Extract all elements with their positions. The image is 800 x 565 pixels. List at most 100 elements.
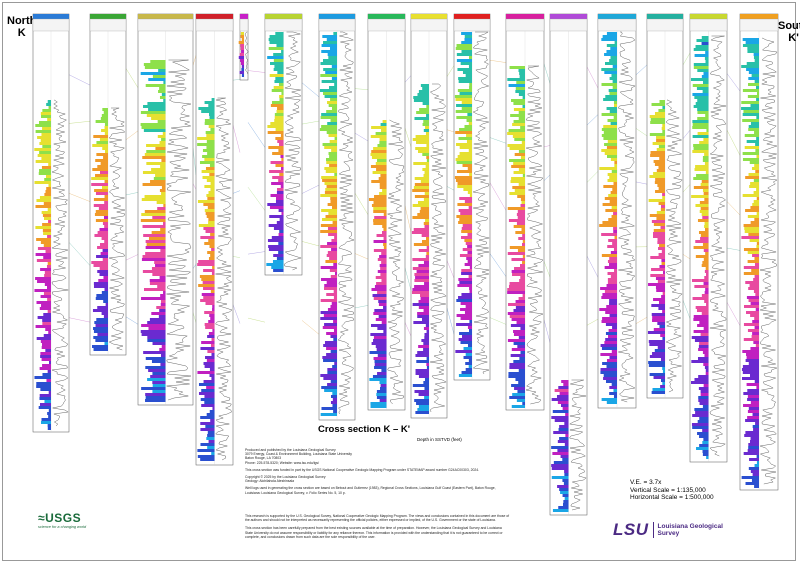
log-fill-segment — [45, 175, 51, 178]
log-fill-segment — [39, 196, 51, 199]
correlation-line — [543, 319, 551, 343]
log-fill-segment — [459, 218, 472, 221]
log-fill-segment — [511, 348, 525, 351]
log-fill-segment — [698, 231, 709, 234]
log-fill-segment — [607, 281, 617, 284]
log-fill-segment — [34, 289, 51, 292]
log-fill-segment — [465, 74, 472, 77]
log-fill-segment — [209, 116, 215, 119]
log-fill-segment — [141, 258, 166, 261]
log-fill-segment — [145, 396, 166, 399]
correlation-line — [586, 114, 599, 126]
log-fill-segment — [656, 211, 665, 214]
log-fill-segment — [745, 176, 759, 179]
log-fill-segment — [99, 228, 108, 231]
log-fill-segment — [381, 252, 387, 255]
log-fill-segment — [747, 329, 759, 332]
log-fill-segment — [746, 353, 759, 356]
log-fill-segment — [379, 399, 387, 402]
log-fill-segment — [209, 164, 215, 167]
log-fill-segment — [323, 344, 337, 347]
log-fill-segment — [697, 324, 709, 327]
log-fill-segment — [750, 470, 759, 473]
resistivity-curve — [617, 31, 636, 403]
log-fill-segment — [208, 104, 215, 107]
log-fill-segment — [146, 150, 166, 153]
log-fill-segment — [456, 44, 472, 47]
log-fill-segment — [457, 68, 472, 71]
log-fill-segment — [653, 328, 665, 331]
log-fill-segment — [375, 276, 387, 279]
log-fill-segment — [469, 56, 472, 59]
log-fill-segment — [381, 129, 387, 132]
log-fill-segment — [606, 107, 617, 110]
log-fill-segment — [606, 284, 617, 287]
log-fill-segment — [754, 80, 759, 83]
log-fill-segment — [649, 175, 665, 178]
log-fill-segment — [370, 405, 387, 408]
log-fill-segment — [754, 263, 759, 266]
log-fill-segment — [661, 295, 665, 298]
log-fill-segment — [424, 396, 429, 399]
log-fill-segment — [206, 413, 215, 416]
log-fill-segment — [376, 390, 387, 393]
log-fill-segment — [416, 360, 429, 363]
log-fill-segment — [161, 138, 166, 141]
log-fill-segment — [460, 308, 472, 311]
log-fill-segment — [509, 366, 525, 369]
log-fill-segment — [693, 315, 709, 318]
log-fill-segment — [601, 233, 617, 236]
log-fill-segment — [648, 361, 665, 364]
log-fill-segment — [516, 321, 525, 324]
log-fill-segment — [44, 400, 51, 403]
log-fill-segment — [426, 156, 429, 159]
log-fill-segment — [459, 281, 472, 284]
log-fill-segment — [604, 341, 617, 344]
log-fill-segment — [200, 458, 215, 461]
log-fill-segment — [48, 409, 51, 412]
log-fill-segment — [461, 236, 472, 239]
log-fill-segment — [330, 305, 337, 308]
log-fill-segment — [207, 152, 215, 155]
log-fill-segment — [744, 146, 759, 149]
log-fill-segment — [41, 346, 51, 349]
log-fill-segment — [458, 338, 472, 341]
log-fill-segment — [42, 127, 51, 130]
log-fill-segment — [704, 222, 709, 225]
log-fill-segment — [328, 56, 337, 59]
log-fill-segment — [151, 168, 166, 171]
log-fill-segment — [700, 234, 709, 237]
log-fill-segment — [510, 114, 525, 117]
log-fill-segment — [43, 334, 51, 337]
log-fill-segment — [45, 328, 51, 331]
log-fill-segment — [281, 92, 284, 95]
log-fill-segment — [747, 395, 759, 398]
funding-note: This cross section was funded in part by… — [245, 467, 480, 472]
log-fill-segment — [267, 131, 284, 134]
log-fill-segment — [204, 311, 215, 314]
log-fill-segment — [156, 201, 166, 204]
log-fill-segment — [660, 385, 665, 388]
correlation-line — [446, 129, 455, 133]
log-fill-segment — [275, 32, 284, 35]
log-fill-segment — [94, 213, 108, 216]
log-fill-segment — [43, 202, 51, 205]
log-fill-segment — [756, 386, 759, 389]
log-fill-segment — [93, 327, 108, 330]
log-fill-segment — [701, 264, 709, 267]
log-fill-segment — [703, 384, 709, 387]
log-fill-segment — [373, 240, 387, 243]
log-fill-segment — [370, 135, 387, 138]
log-fill-segment — [240, 59, 244, 62]
log-fill-segment — [93, 348, 108, 351]
log-fill-segment — [40, 340, 51, 343]
log-fill-segment — [102, 258, 108, 261]
log-fill-segment — [557, 485, 569, 488]
log-fill-segment — [604, 53, 617, 56]
log-fill-segment — [275, 77, 284, 80]
log-fill-segment — [99, 243, 108, 246]
log-fill-segment — [199, 275, 215, 278]
log-fill-segment — [518, 336, 525, 339]
log-fill-segment — [753, 278, 759, 281]
log-fill-segment — [104, 132, 108, 135]
